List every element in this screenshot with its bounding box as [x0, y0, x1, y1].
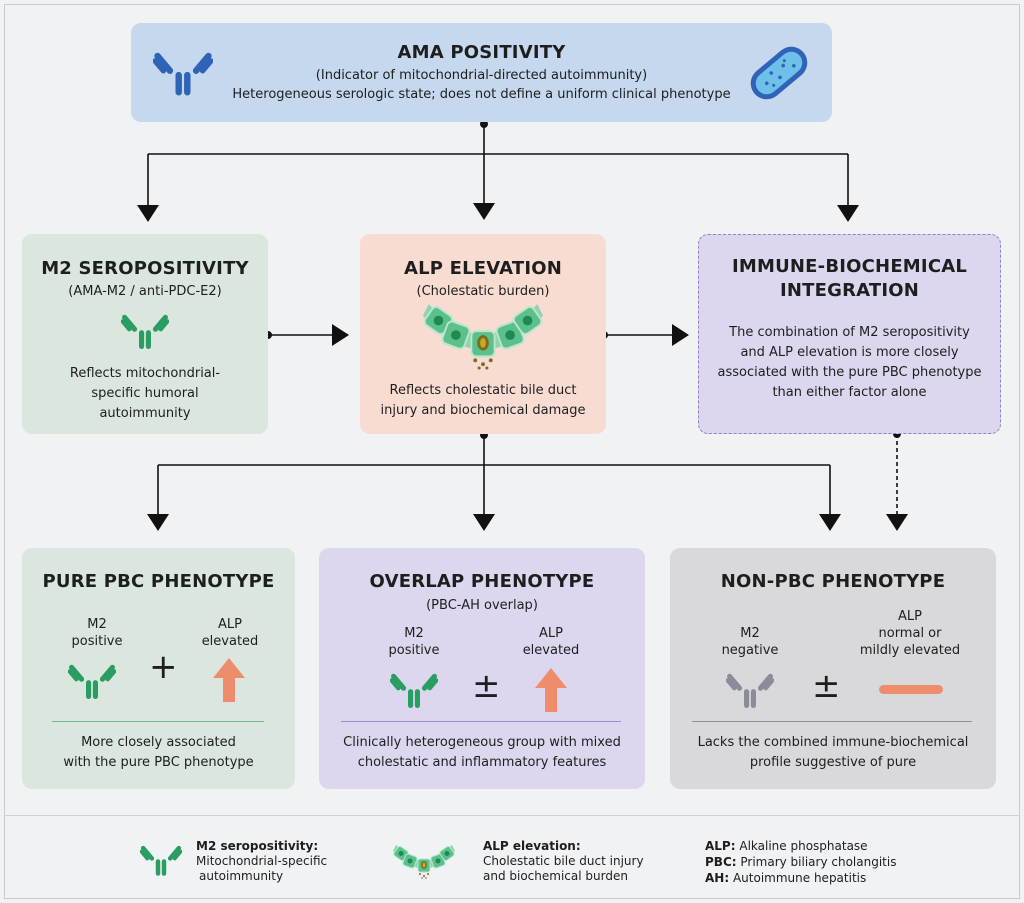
ama-positivity-box: AMA POSITIVITY (Indicator of mitochondri… [131, 23, 832, 122]
abbreviation-pbc: PBC: Primary biliary cholangitis [705, 855, 897, 869]
alp-subtitle: (Cholestatic burden) [416, 284, 550, 299]
legend-m2: M2 seropositivity: Mitochondrial-specifi… [196, 839, 328, 883]
divider [52, 721, 264, 722]
alp-elevation-box: ALP ELEVATION (Cholestatic burden) Refle… [360, 234, 606, 434]
up-arrow-icon [213, 658, 245, 702]
up-arrow-icon [535, 668, 567, 712]
divider [341, 721, 621, 722]
antibody-icon [68, 663, 116, 699]
ama-description: Heterogeneous serologic state; does not … [232, 87, 731, 102]
m2-title: M2 SEROPOSITIVITY [41, 258, 249, 279]
bile-duct-icon [421, 303, 545, 371]
plus-minus-operator: ± [472, 666, 501, 706]
alp-title: ALP ELEVATION [403, 258, 563, 279]
plus-minus-operator: ± [812, 666, 841, 706]
mitochondria-icon [750, 46, 808, 100]
divider [692, 721, 972, 722]
bile-duct-icon [392, 844, 456, 880]
nonpbc-title: NON-PBC PHENOTYPE [720, 571, 946, 592]
abbreviation-alp: ALP: Alkaline phosphatase [705, 839, 868, 853]
antibody-icon [121, 313, 169, 349]
legend-divider [4, 815, 1020, 816]
ama-subtitle: (Indicator of mitochondrial-directed aut… [315, 68, 648, 83]
overlap-description: Clinically heterogeneous group with mixe… [343, 735, 621, 770]
ama-title: AMA POSITIVITY [397, 42, 566, 63]
overlap-title: OVERLAP PHENOTYPE [369, 571, 595, 592]
abbreviation-ah: AH: Autoimmune hepatitis [705, 871, 867, 885]
m2-subtitle: (AMA-M2 / anti-PDC-E2) [68, 284, 222, 299]
m2-seropositivity-box: M2 SEROPOSITIVITY (AMA-M2 / anti-PDC-E2)… [22, 234, 268, 434]
overlap-subtitle: (PBC-AH overlap) [426, 598, 538, 613]
plus-operator: + [149, 647, 178, 687]
pure-title: PURE PBC PHENOTYPE [42, 571, 275, 592]
antibody-icon [726, 672, 774, 708]
legend-alp: ALP elevation: Cholestatic bile duct inj… [483, 839, 644, 883]
dash-icon [879, 685, 943, 694]
antibody-icon [153, 51, 213, 96]
abbreviation-list: ALP: Alkaline phosphatase PBC: Primary b… [705, 838, 896, 886]
figure-frame [4, 4, 1020, 899]
antibody-icon [140, 844, 182, 876]
antibody-icon [390, 672, 438, 708]
